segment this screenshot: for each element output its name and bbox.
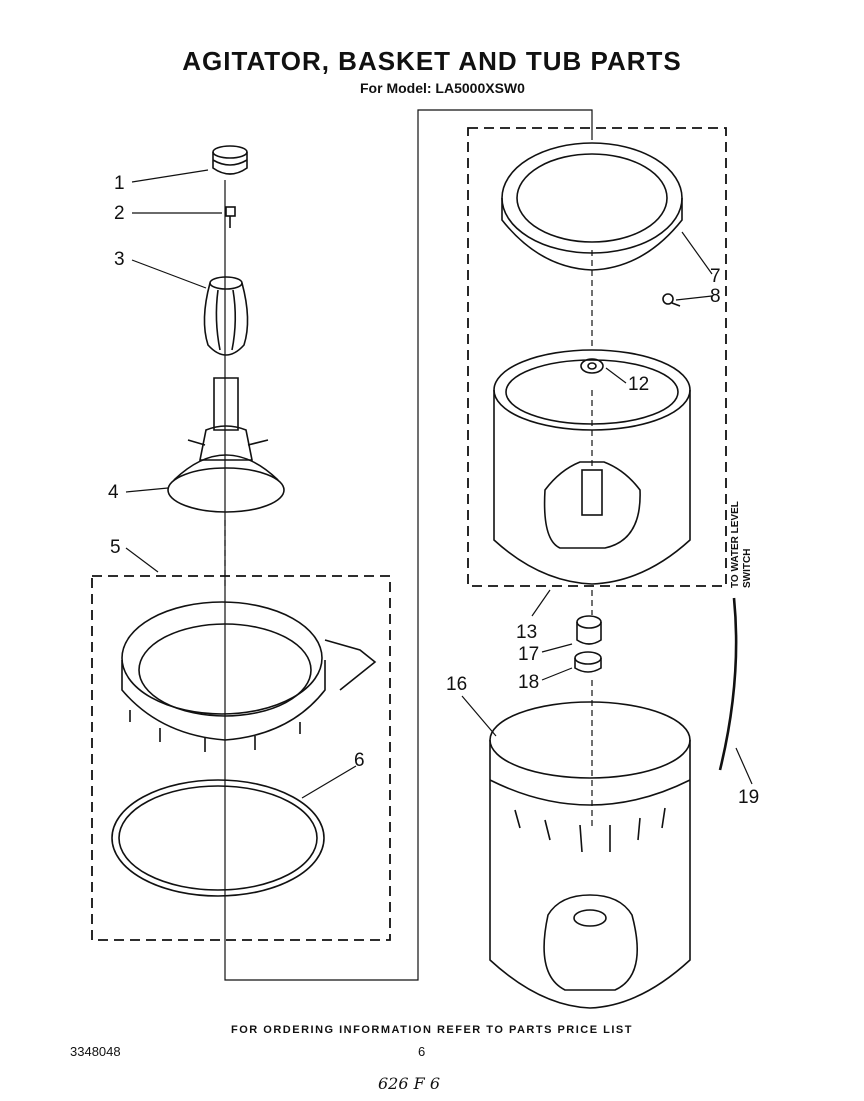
- side-note-line1: TO WATER LEVEL: [730, 501, 741, 588]
- part-4-agitator-base: [167, 377, 285, 513]
- group-box-13: [467, 127, 727, 587]
- part-2-fastener: [225, 206, 236, 228]
- part-16-outer-tub: [489, 701, 691, 1009]
- side-note: TO WATER LEVEL SWITCH: [730, 501, 753, 588]
- part-6-seal-ring: [111, 779, 325, 897]
- page-title: AGITATOR, BASKET AND TUB PARTS: [182, 46, 682, 76]
- part-1-agitator-cap: [212, 145, 248, 175]
- callout-4: 4: [108, 482, 119, 503]
- part-3-agitator-barrel: [203, 276, 249, 356]
- callout-5: 5: [110, 537, 121, 558]
- part-17-coupling: [576, 615, 602, 645]
- part-5-ring-assembly: [121, 601, 377, 752]
- callout-13: 13: [516, 622, 537, 643]
- callout-8: 8: [710, 286, 721, 307]
- page-number: 6: [418, 1044, 426, 1059]
- callout-18: 18: [518, 672, 539, 693]
- part-8-clip: [662, 293, 681, 307]
- side-note-line2: SWITCH: [742, 549, 753, 588]
- document-number: 3348048: [70, 1044, 121, 1059]
- callout-6: 6: [354, 750, 365, 771]
- ordering-footer: FOR ORDERING INFORMATION REFER TO PARTS …: [231, 1024, 633, 1036]
- part-7-tub-ring: [501, 142, 683, 271]
- callout-16: 16: [446, 674, 467, 695]
- callout-3: 3: [114, 249, 125, 270]
- callout-labels: 1 2 3 4 5 6 7 8 12 13 16 17 18 19: [108, 173, 759, 808]
- callout-7: 7: [710, 266, 721, 287]
- callout-19: 19: [738, 787, 759, 808]
- group-box-5: [91, 575, 391, 941]
- handwritten-note: 626 F 6: [378, 1074, 440, 1093]
- callout-17: 17: [518, 644, 539, 665]
- part-12-hub-nut: [580, 358, 604, 374]
- assembly-connector-lines: [224, 109, 593, 981]
- callout-12: 12: [628, 374, 649, 395]
- model-subtitle: For Model: LA5000XSW0: [360, 80, 525, 96]
- part-19-hose: [718, 597, 738, 771]
- leader-lines: [125, 169, 753, 799]
- part-13-basket: [493, 349, 691, 585]
- callout-1: 1: [114, 173, 125, 194]
- callout-2: 2: [114, 203, 125, 224]
- part-18-seal: [574, 651, 602, 673]
